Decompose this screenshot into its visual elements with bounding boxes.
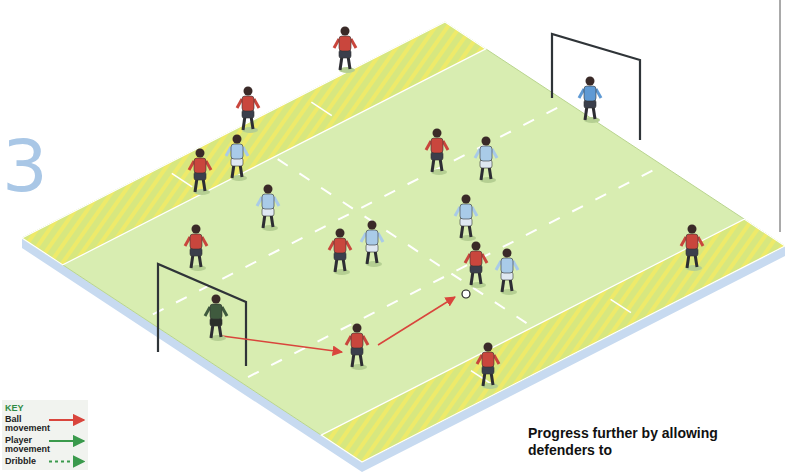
legend-text: Player movement — [5, 436, 51, 454]
dashed-line — [248, 170, 654, 377]
page-rule — [780, 0, 781, 232]
player-figure — [681, 225, 703, 272]
legend-sample — [49, 461, 84, 463]
ball — [462, 290, 470, 298]
key-heading: KEY — [5, 404, 24, 413]
player-figure — [346, 324, 368, 371]
legend-text: Ball movement — [5, 415, 51, 433]
player-figure — [257, 185, 279, 232]
player-figure — [496, 249, 518, 296]
dashed-line — [278, 159, 530, 325]
section-number: 3 — [2, 130, 48, 202]
player-figure — [361, 221, 383, 268]
player-figure — [329, 229, 351, 276]
player-figure — [185, 225, 207, 272]
pitch-marking — [172, 173, 192, 186]
player-figure — [426, 129, 448, 176]
legend-text: Dribble — [5, 457, 51, 466]
pitch-surface — [22, 22, 785, 462]
players — [185, 27, 703, 390]
legend-sample — [49, 440, 84, 442]
player-figure — [189, 149, 211, 196]
pitch — [22, 22, 785, 472]
legend-sample — [49, 419, 84, 421]
player-figure — [205, 295, 227, 342]
player-figure — [237, 87, 259, 134]
ball-pass — [222, 336, 342, 352]
progression-note: Progress further by allowing defenders t… — [528, 425, 753, 459]
player-figure — [465, 242, 487, 289]
player-figure — [334, 27, 356, 74]
end-zone — [22, 22, 486, 265]
player-figure — [226, 135, 248, 182]
player-figure — [455, 195, 477, 242]
goal-frame — [158, 264, 246, 366]
key-panel — [2, 400, 88, 470]
player-figure — [475, 137, 497, 184]
ball-pass — [378, 297, 455, 345]
player-figure — [477, 343, 499, 390]
pitch-marking — [311, 102, 331, 115]
player-figure — [579, 77, 601, 124]
goal-frame — [552, 34, 640, 140]
pitch-marking — [611, 299, 631, 312]
end-zone — [321, 219, 785, 462]
